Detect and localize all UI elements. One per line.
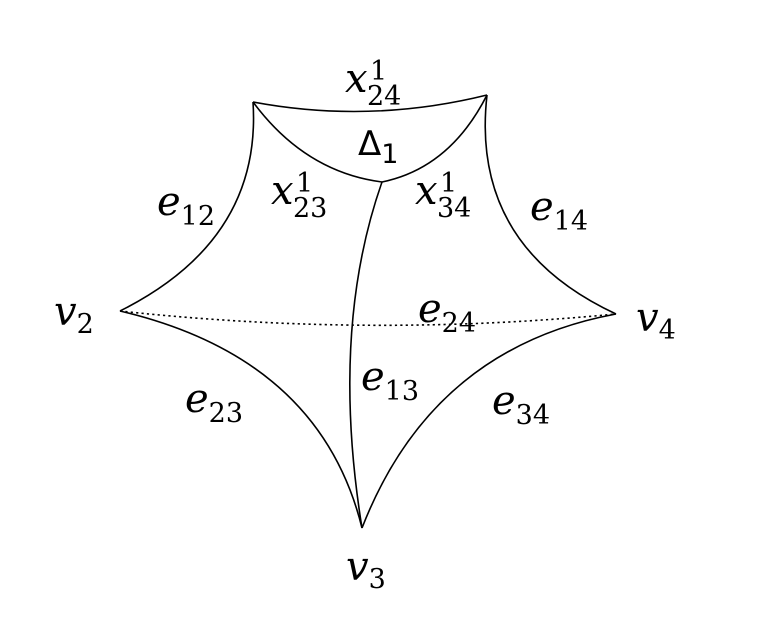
edge-label-e34: e34 <box>492 378 550 431</box>
edge-e34 <box>361 313 617 529</box>
edge-label-e23: e23 <box>185 376 243 429</box>
edge-label-e14: e14 <box>530 184 588 237</box>
triangle-label-delta1: Δ1 <box>358 124 398 170</box>
edge-e12 <box>119 101 255 312</box>
svg-text:23: 23 <box>293 193 327 224</box>
edge-x23 <box>252 101 383 183</box>
edge-top-x24 <box>252 94 488 113</box>
edge-e13 <box>349 181 383 529</box>
edge-e23 <box>119 310 363 529</box>
vertex-label-v2: v2 <box>54 289 94 340</box>
svg-text:24: 24 <box>367 81 401 112</box>
svg-text:x: x <box>345 56 368 102</box>
svg-text:x: x <box>415 168 438 214</box>
svg-text:x: x <box>271 168 294 214</box>
edge-x34 <box>381 94 488 183</box>
vertex-label-v3: v3 <box>346 544 386 595</box>
svg-text:1: 1 <box>440 168 457 199</box>
point-label-x24: x 1 24 <box>345 56 401 112</box>
edge-label-e24: e24 <box>418 286 476 339</box>
svg-text:1: 1 <box>370 56 387 87</box>
point-label-x34: x 1 34 <box>415 168 471 224</box>
vertex-label-v4: v4 <box>636 295 676 346</box>
svg-text:34: 34 <box>437 193 471 224</box>
point-label-x23: x 1 23 <box>271 168 327 224</box>
svg-text:1: 1 <box>296 168 313 199</box>
edge-label-e13: e13 <box>361 354 419 407</box>
edge-label-e12: e12 <box>157 179 215 232</box>
edge-e14 <box>484 94 617 315</box>
edge-e24-hidden <box>119 310 617 327</box>
